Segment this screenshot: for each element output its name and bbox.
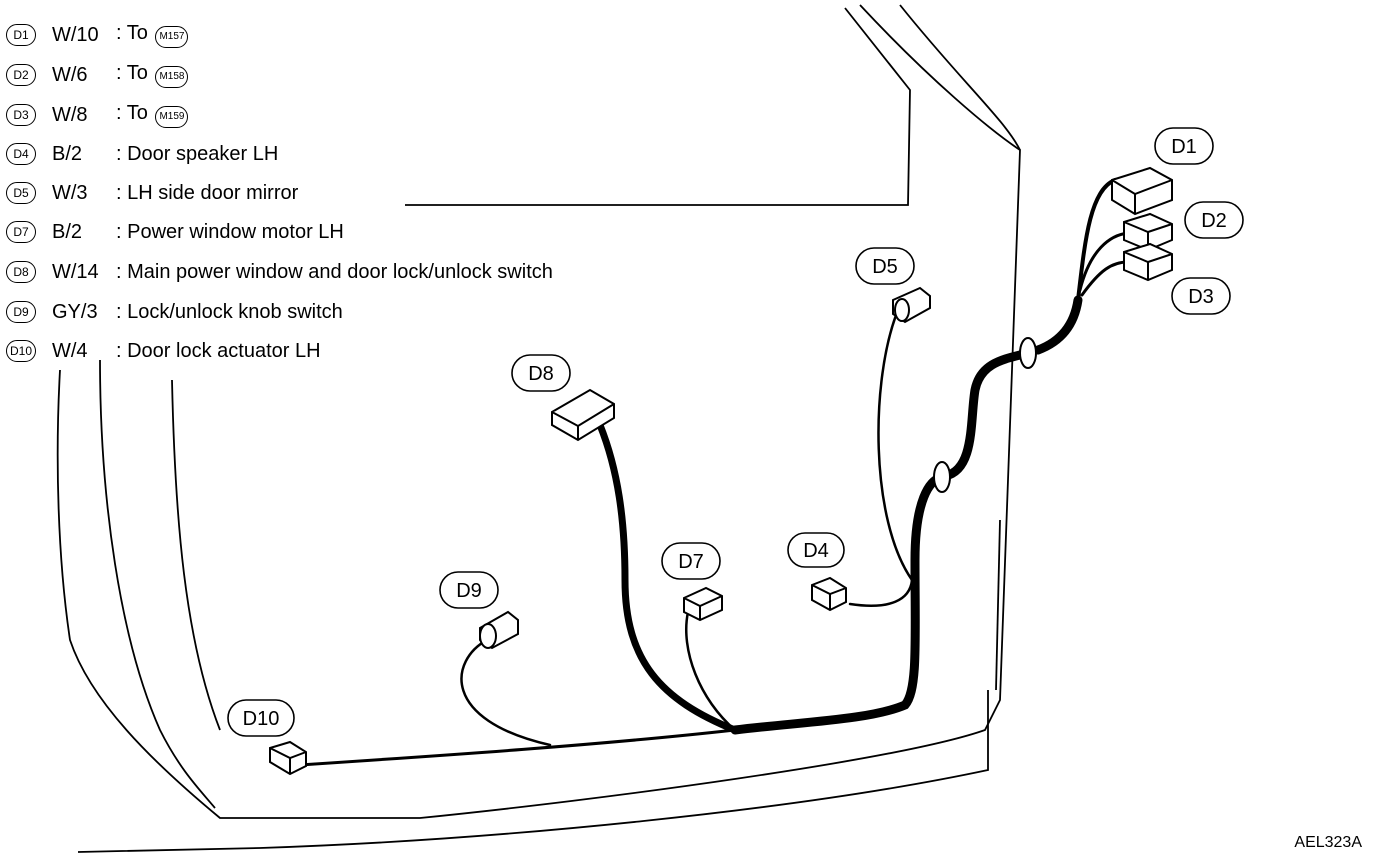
wire-color: B/2	[52, 142, 83, 165]
callout-d4: D4	[803, 540, 829, 562]
connector-ref-badge: M158	[155, 65, 189, 88]
legend-desc: : Power window motor LH	[116, 220, 344, 243]
connector-badge: D10	[6, 340, 37, 362]
legend-desc: : LH side door mirror	[116, 181, 299, 204]
callout-d1: D1	[1171, 136, 1197, 158]
legend-desc: : Lock/unlock knob switch	[116, 300, 343, 323]
wiring-harness	[298, 178, 1130, 767]
wire-color: W/8	[52, 103, 88, 126]
connector-bodies	[269, 166, 1173, 776]
callout-d7: D7	[678, 551, 704, 573]
callout-d2: D2	[1201, 210, 1227, 232]
legend-row: D1 W/10 : To M157	[6, 20, 189, 50]
legend-desc: : To M159	[116, 102, 189, 128]
connector-ref-badge: M159	[155, 105, 189, 128]
wire-color: W/3	[52, 181, 88, 204]
callout-d10: D10	[243, 708, 280, 730]
wire-color: W/14	[52, 260, 99, 283]
connector-badge: D4	[6, 143, 36, 165]
wire-color: W/4	[52, 339, 88, 362]
legend-desc: : To M157	[116, 22, 189, 48]
legend-desc: : Main power window and door lock/unlock…	[116, 260, 553, 283]
connector-badge: D9	[6, 301, 36, 323]
connector-badge: D3	[6, 104, 36, 126]
wire-color: GY/3	[52, 300, 98, 323]
legend-row: D3 W/8 : To M159	[6, 100, 189, 130]
wire-color: B/2	[52, 220, 83, 243]
wire-color: W/6	[52, 63, 88, 86]
legend-desc: : Door lock actuator LH	[116, 339, 321, 362]
door-outline	[56, 4, 1021, 853]
connector-badge: D8	[6, 261, 36, 283]
connector-badge: D2	[6, 64, 36, 86]
legend-row: D2 W/6 : To M158	[6, 60, 189, 90]
legend-row: D9 GY/3 : Lock/unlock knob switch	[6, 297, 343, 327]
connector-badge: D7	[6, 221, 36, 243]
legend-row: D7 B/2 : Power window motor LH	[6, 217, 344, 247]
legend-row: D10 W/4 : Door lock actuator LH	[6, 336, 321, 366]
connector-badge: D1	[6, 24, 36, 46]
callout-d3: D3	[1188, 286, 1214, 308]
connector-ref-badge: M157	[155, 25, 189, 48]
legend-row: D8 W/14 : Main power window and door loc…	[6, 257, 553, 287]
grommets	[933, 337, 1037, 493]
legend-row: D4 B/2 : Door speaker LH	[6, 139, 278, 169]
callout-d8: D8	[528, 363, 554, 385]
legend-desc: : To M158	[116, 62, 189, 88]
figure-id: AEL323A	[1294, 834, 1362, 851]
legend-row: D5 W/3 : LH side door mirror	[6, 178, 298, 208]
legend-desc: : Door speaker LH	[116, 142, 279, 165]
connector-callouts	[227, 127, 1244, 737]
wire-color: W/10	[52, 23, 99, 46]
callout-d9: D9	[456, 580, 482, 602]
connector-badge: D5	[6, 182, 36, 204]
callout-d5: D5	[872, 256, 898, 278]
